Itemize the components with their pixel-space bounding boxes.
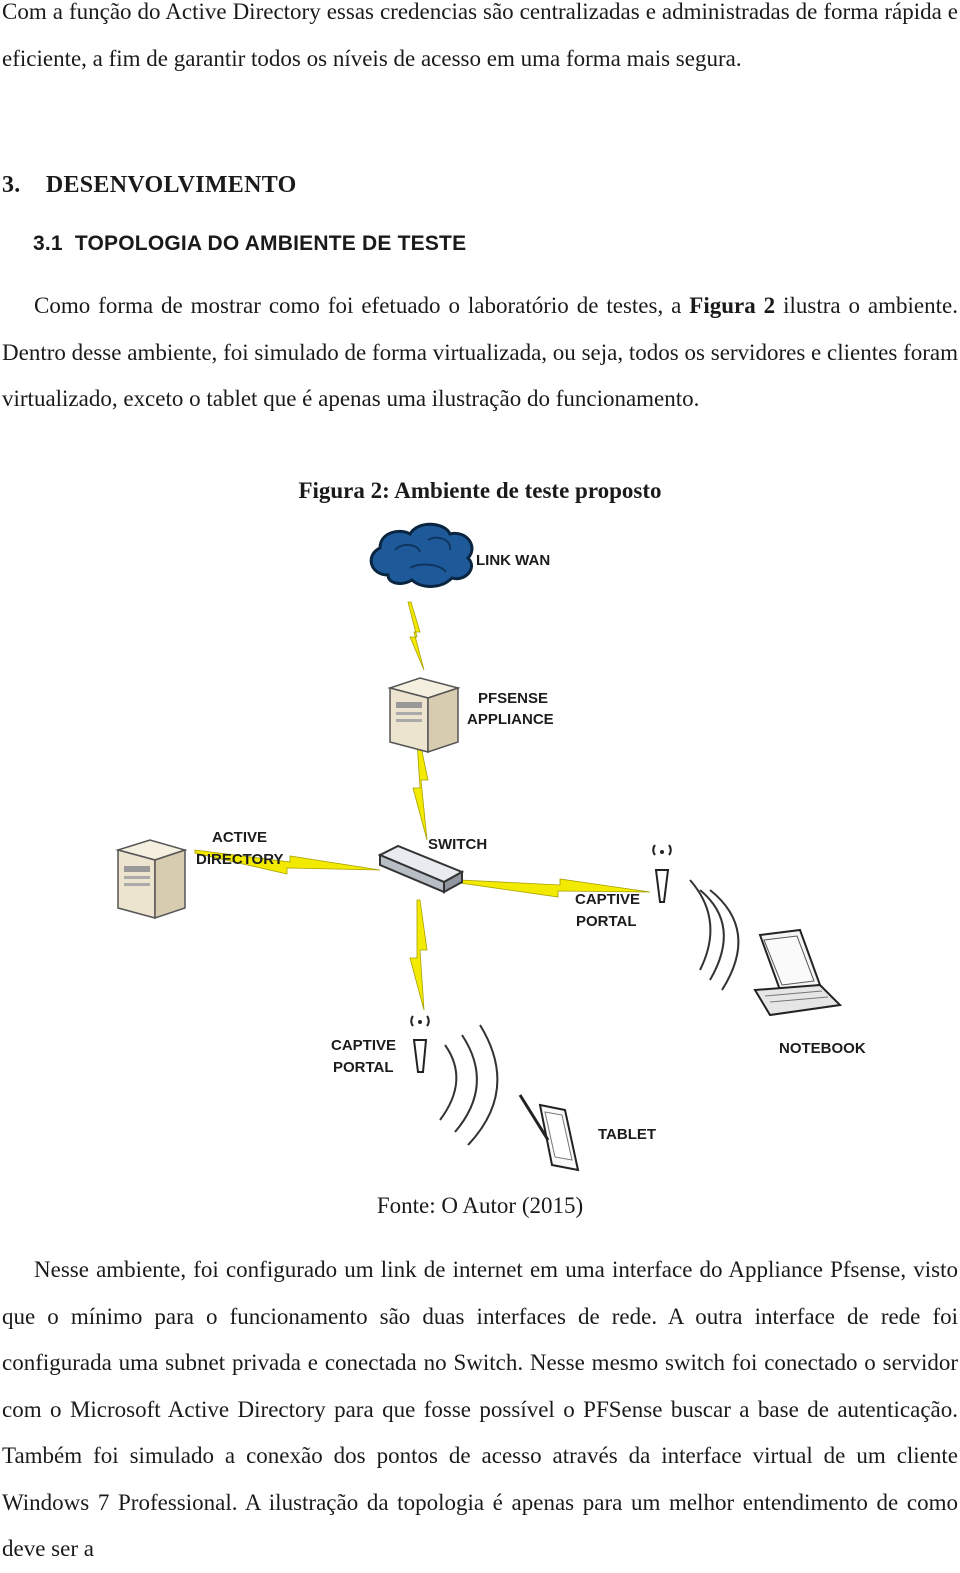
pfsense-label-line1: PFSENSE (478, 690, 548, 707)
wan-link-bolt (407, 601, 425, 671)
pfsense-server-icon (387, 677, 461, 754)
active-directory-server-icon (115, 839, 188, 920)
link-lines (194, 601, 651, 1011)
subsection-heading: 3.1 TOPOLOGIA DO AMBIENTE DE TESTE (33, 232, 466, 256)
paragraph-2: Nesse ambiente, foi configurado um link … (2, 1247, 958, 1573)
pfsense-label-line2: APPLIANCE (467, 711, 554, 728)
notebook-label: NOTEBOOK (779, 1040, 866, 1057)
section-heading: 3. DESENVOLVIMENTO (2, 172, 297, 199)
pfsense-switch-bolt (412, 741, 429, 841)
tablet-label: TABLET (598, 1126, 656, 1143)
intro-text: Com a função do Active Directory essas c… (2, 0, 958, 71)
network-topology-diagram: LINK WAN PFSENSE APPLIANCE ACTIVE DIRECT… (115, 522, 866, 1172)
paragraph-2-text: Nesse ambiente, foi configurado um link … (2, 1257, 958, 1561)
figure-reference: Figura 2 (689, 293, 776, 318)
active-directory-label-line1: ACTIVE (212, 829, 267, 846)
cloud-icon (369, 522, 474, 588)
tablet-icon (518, 1094, 580, 1172)
notebook-icon (753, 928, 843, 1017)
switch-label: SWITCH (428, 836, 487, 853)
captive-portal-right-label-line1: CAPTIVE (575, 891, 640, 908)
switch-ap-bolt (459, 878, 651, 898)
wireless-waves-left (439, 1024, 499, 1146)
link-wan-label: LINK WAN (476, 552, 550, 569)
captive-portal-left-label-line2: PORTAL (333, 1059, 394, 1076)
figure-source: Fonte: O Autor (2015) (376, 1193, 584, 1218)
wireless-waves-right (689, 879, 740, 991)
switch-ap-left-bolt (409, 899, 428, 1011)
ad-switch-bolt (194, 849, 381, 875)
subsection-title: 3.1 TOPOLOGIA DO AMBIENTE DE TESTE (33, 232, 467, 255)
intro-paragraph: Com a função do Active Directory essas c… (2, 0, 958, 82)
switch-icon (377, 844, 465, 894)
captive-portal-left-label-line1: CAPTIVE (331, 1037, 396, 1054)
paragraph-1-start: Como forma de mostrar como foi efetuado … (34, 293, 690, 318)
access-point-left-icon (410, 1015, 430, 1073)
active-directory-label-line2: DIRECTORY (196, 851, 284, 868)
paragraph-1: Como forma de mostrar como foi efetuado … (2, 283, 958, 423)
captive-portal-right-label-line2: PORTAL (576, 913, 637, 930)
access-point-right-icon (652, 844, 672, 903)
paragraph-1-rest: ilustra o ambiente. Dentro desse ambient… (2, 293, 958, 411)
section-number: 3. (2, 172, 21, 198)
figure-caption: Figura 2: Ambiente de teste proposto (298, 478, 662, 503)
section-title: DESENVOLVIMENTO (45, 172, 297, 198)
